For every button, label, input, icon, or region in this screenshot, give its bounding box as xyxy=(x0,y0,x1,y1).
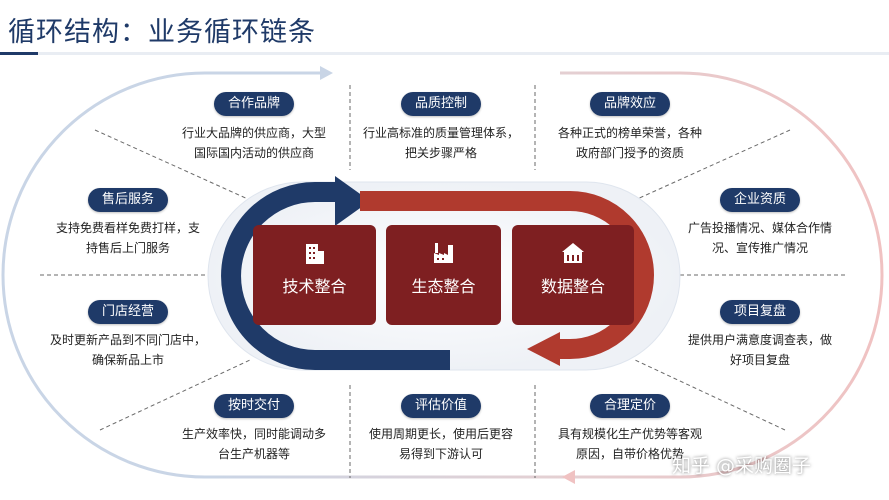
card-brand-effect-title: 品牌效应 xyxy=(589,92,671,116)
card-after-sales-desc: 支持免费看样免费打样，支持售后上门服务 xyxy=(55,221,201,255)
dashed-separators xyxy=(40,85,845,478)
tech-integration-label: 技术整合 xyxy=(282,277,347,296)
card-reasonable-pricing-title: 合理定价 xyxy=(589,394,671,418)
card-store-operation-desc: 及时更新产品到不同门店中，确保新品上市 xyxy=(49,333,207,367)
title-divider-accent xyxy=(0,52,38,55)
red-cycle-arrow xyxy=(360,191,654,366)
card-partner-brand-desc: 行业大品牌的供应商，大型国际国内活动的供应商 xyxy=(181,126,327,160)
card-project-review-title: 项目复盘 xyxy=(719,300,801,324)
title-divider xyxy=(0,52,889,55)
tech-integration-box: 技术整合 xyxy=(253,225,376,325)
card-value-assessment-desc: 使用周期更长，使用后更容易得到下游认可 xyxy=(368,427,514,461)
ecosystem-integration-box: 生态整合 xyxy=(386,225,501,325)
card-on-time-delivery-title: 按时交付 xyxy=(213,394,295,418)
data-integration-label: 数据整合 xyxy=(540,277,605,296)
card-reasonable-pricing-desc: 具有规模化生产优势等客观原因，自带价格优势 xyxy=(557,427,703,461)
card-partner-brand-title: 合作品牌 xyxy=(213,92,295,116)
data-integration-box: 数据整合 xyxy=(512,225,634,325)
card-on-time-delivery-desc: 生产效率快，同时能调动多台生产机器等 xyxy=(181,427,327,461)
card-project-review-desc: 提供用户满意度调查表，做好项目复盘 xyxy=(687,333,833,367)
card-company-credentials-desc: 广告投播情况、媒体合作情况、宣传推广情况 xyxy=(687,221,833,255)
factory-icon xyxy=(432,241,456,269)
card-company-credentials-title: 企业资质 xyxy=(719,188,801,212)
page-title: 循环结构：业务循环链条 xyxy=(8,17,316,48)
watermark: 知乎 @采购圈子 xyxy=(672,455,812,477)
card-after-sales-title: 售后服务 xyxy=(87,188,169,212)
card-value-assessment-title: 评估价值 xyxy=(400,394,482,418)
navy-cycle-arrow xyxy=(221,176,450,370)
card-quality-control-desc: 行业高标准的质量管理体系，把关步骤严格 xyxy=(362,126,520,160)
card-store-operation-title: 门店经营 xyxy=(87,300,169,324)
card-quality-control-title: 品质控制 xyxy=(400,92,482,116)
outer-cycle-ring xyxy=(1,66,884,484)
office-building-icon xyxy=(304,241,326,269)
card-brand-effect-desc: 各种正式的榜单荣誉，各种政府部门授予的资质 xyxy=(557,126,703,160)
ecosystem-integration-label: 生态整合 xyxy=(411,277,476,296)
data-house-icon xyxy=(560,241,586,269)
